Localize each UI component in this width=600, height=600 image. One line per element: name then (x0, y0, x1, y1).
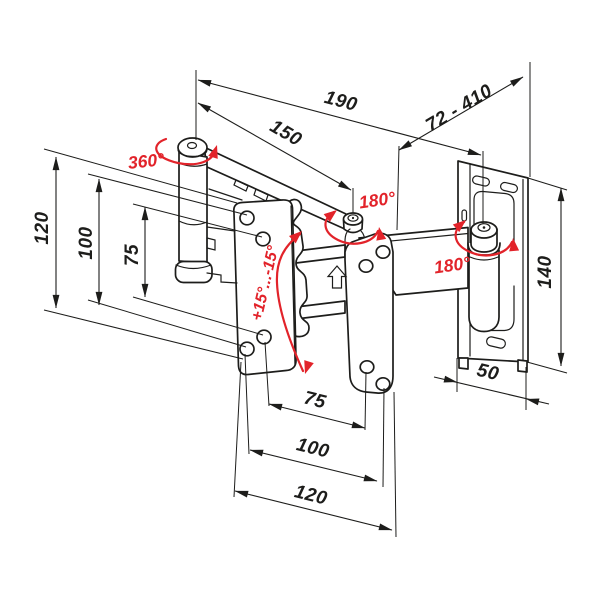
wall-plate-mounting-slots (472, 175, 518, 349)
vesa-hole (358, 258, 374, 274)
rotation-label-mid-joint: 180° (358, 187, 398, 212)
vesa-hole (255, 231, 271, 247)
dim-label-wall-plate-height: 140 (535, 255, 556, 288)
tilt-arc (275, 232, 305, 373)
dim-label-wall-plate-depth: 50 (475, 360, 501, 385)
dim-label-height-75: 75 (122, 244, 143, 266)
rotation-arc-end-joint (155, 137, 217, 166)
dim-line-width-120 (234, 490, 393, 531)
dim-line-width-75 (268, 403, 366, 429)
dim-label-height-100: 100 (76, 226, 97, 259)
dim-label-width-75: 75 (302, 388, 329, 414)
dim-label-arm-reach: 190 (322, 87, 360, 116)
wall-plate-top-cutout (473, 190, 515, 246)
vesa-hole (239, 341, 255, 357)
vesa-hole (239, 210, 255, 226)
dim-line-width-100 (249, 449, 378, 482)
vesa-hole (375, 244, 391, 260)
dim-label-height-outer: 120 (32, 211, 53, 244)
vesa-hole (256, 329, 272, 345)
dimension-lines (52, 76, 565, 531)
dim-label-width-outer: 120 (292, 481, 329, 509)
extension-lines (43, 62, 568, 538)
dim-line-extension-range (398, 76, 524, 151)
wall-joint (467, 221, 501, 333)
rotation-arc-wall-joint (454, 220, 514, 257)
rotation-label-end-joint: 360° (127, 149, 166, 173)
dim-label-width-100: 100 (294, 434, 331, 462)
up-orientation-icon (326, 265, 348, 289)
vesa-hole (359, 359, 375, 375)
dim-label-extension-range: 72 - 410 (422, 80, 496, 136)
dim-line-arm-segment (197, 102, 352, 191)
vesa-hole (375, 376, 391, 392)
rotation-arc-mid-joint (324, 210, 380, 245)
